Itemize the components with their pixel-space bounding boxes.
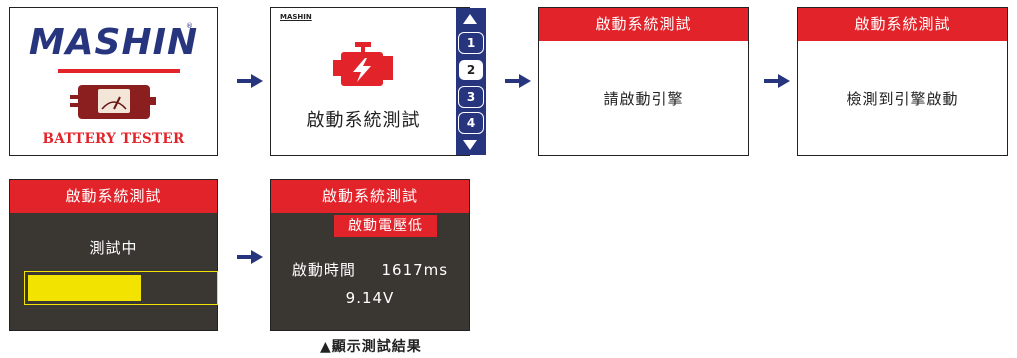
result-caption: ▲顯示測試結果 bbox=[320, 339, 422, 355]
screen-header: 啟動系統測試 bbox=[539, 8, 748, 41]
screen-header: 啟動系統測試 bbox=[10, 180, 217, 213]
start-time-row: 啟動時間 1617ms bbox=[271, 259, 469, 280]
menu-item-3[interactable]: 3 bbox=[458, 86, 484, 108]
detected-message: 檢測到引擎啟動 bbox=[846, 90, 959, 108]
testing-screen: 啟動系統測試 測試中 bbox=[9, 179, 218, 331]
engine-icon bbox=[333, 42, 393, 86]
engine-detected-screen: 啟動系統測試 檢測到引擎啟動 bbox=[797, 7, 1008, 156]
menu-item-1[interactable]: 1 bbox=[458, 32, 484, 54]
low-voltage-warning: 啟動電壓低 bbox=[334, 215, 437, 237]
logo-screen: MASHIN ® BATTERY TESTER bbox=[9, 7, 218, 156]
menu-item-2-selected[interactable]: 2 bbox=[458, 59, 484, 81]
testing-status: 測試中 bbox=[89, 239, 138, 257]
arrow-right-icon bbox=[764, 74, 790, 88]
start-time-value: 1617ms bbox=[381, 261, 449, 279]
mini-brand-logo: MASHIN bbox=[280, 13, 312, 21]
voltage-value: 9.14V bbox=[345, 289, 395, 307]
menu-title: 啟動系統測試 bbox=[306, 110, 421, 131]
result-screen: 啟動系統測試 啟動電壓低 啟動時間 1617ms 9.14V bbox=[270, 179, 470, 331]
registered-mark: ® bbox=[186, 22, 193, 30]
progress-bar bbox=[24, 271, 218, 305]
prompt-message: 請啟動引擎 bbox=[603, 90, 684, 108]
menu-item-4[interactable]: 4 bbox=[458, 112, 484, 134]
screen-header: 啟動系統測試 bbox=[271, 180, 469, 213]
scroll-up-icon[interactable] bbox=[463, 14, 477, 24]
battery-tester-icon bbox=[70, 85, 156, 119]
menu-screen: MASHIN 啟動系統測試 1 2 3 4 bbox=[270, 7, 486, 156]
progress-fill bbox=[28, 275, 142, 301]
start-engine-prompt-screen: 啟動系統測試 請啟動引擎 bbox=[538, 7, 749, 156]
scroll-down-icon[interactable] bbox=[463, 140, 477, 150]
arrow-right-icon bbox=[237, 74, 263, 88]
arrow-right-icon bbox=[505, 74, 531, 88]
start-time-label: 啟動時間 bbox=[291, 261, 356, 279]
brand-underline bbox=[58, 69, 180, 73]
brand-logo: MASHIN bbox=[28, 22, 199, 63]
arrow-right-icon bbox=[237, 250, 263, 264]
screen-header: 啟動系統測試 bbox=[798, 8, 1007, 41]
tagline: BATTERY TESTER bbox=[42, 131, 185, 147]
